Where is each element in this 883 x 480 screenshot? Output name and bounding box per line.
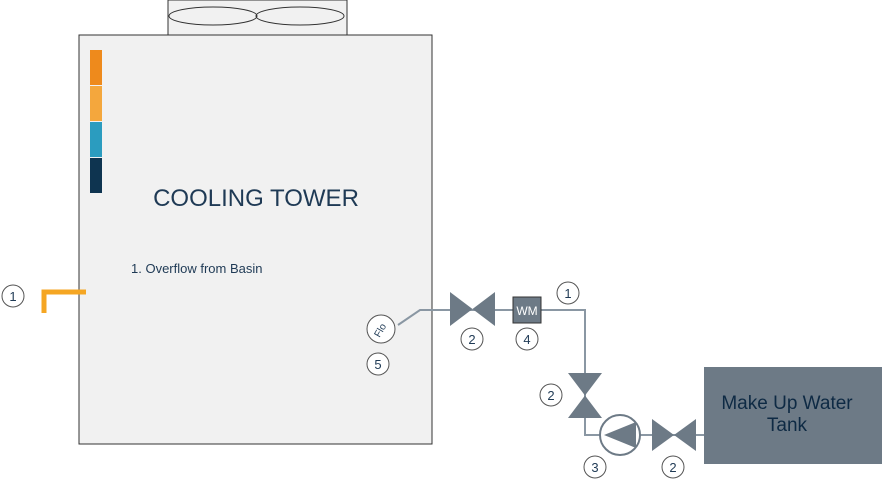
pump-arrow-icon bbox=[604, 422, 636, 448]
fan-right-icon bbox=[255, 6, 345, 26]
makeup-water-tank bbox=[704, 367, 882, 464]
callout-pipe bbox=[556, 281, 580, 305]
callout-float bbox=[366, 352, 390, 376]
tank-label-line2: Tank bbox=[767, 415, 808, 436]
color-legend-stripes bbox=[90, 50, 102, 193]
callout-valve-vertical bbox=[539, 383, 563, 407]
gate-valve-top-icon bbox=[450, 292, 495, 326]
fan-housing bbox=[167, 0, 348, 36]
stripe-3 bbox=[90, 122, 102, 157]
cooling-tower-body bbox=[78, 34, 433, 445]
tower-title: COOLING TOWER bbox=[153, 185, 359, 212]
callout-pipe-label: 1 bbox=[564, 286, 571, 301]
stripe-1 bbox=[90, 50, 102, 85]
overflow-pipe bbox=[41, 289, 86, 313]
callout-float-label: 5 bbox=[374, 357, 381, 372]
callout-pump bbox=[583, 455, 607, 479]
stripe-2 bbox=[90, 86, 102, 121]
tower-note: 1. Overflow from Basin bbox=[131, 261, 263, 276]
callout-valve-bottom-label: 2 bbox=[669, 460, 676, 475]
fan-left-icon bbox=[168, 6, 258, 26]
callout-valve-vertical-label: 2 bbox=[547, 388, 554, 403]
stripe-4 bbox=[90, 158, 102, 193]
callout-meter-label: 4 bbox=[523, 332, 530, 347]
tank-label-line1: Make Up Water bbox=[721, 393, 853, 414]
callout-overflow bbox=[1, 284, 25, 308]
callout-overflow-label: 1 bbox=[9, 289, 16, 304]
makeup-pipe bbox=[397, 309, 600, 436]
water-meter-icon bbox=[512, 296, 542, 324]
float-valve-icon bbox=[366, 314, 396, 344]
callout-valve-bottom bbox=[661, 455, 685, 479]
gate-valve-bottom-icon bbox=[652, 419, 696, 451]
callout-meter bbox=[515, 327, 539, 351]
gate-valve-vertical-icon bbox=[568, 373, 602, 418]
callout-valve-top bbox=[460, 327, 484, 351]
water-meter-label: WM bbox=[516, 304, 537, 318]
callout-pump-label: 3 bbox=[591, 460, 598, 475]
callout-valve-top-label: 2 bbox=[468, 332, 475, 347]
